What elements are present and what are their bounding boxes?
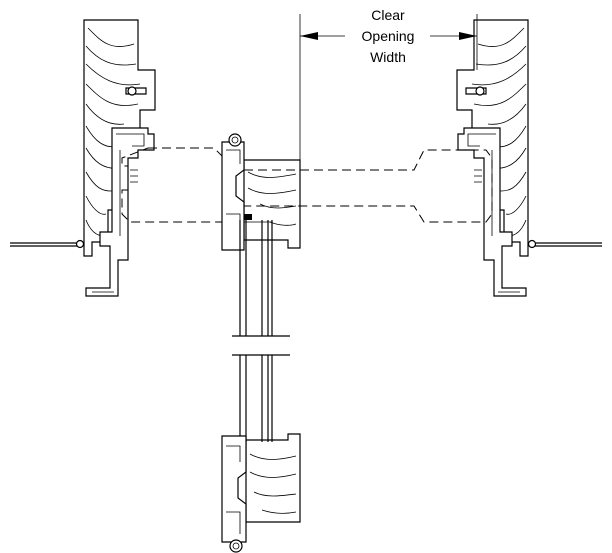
arrowhead-left [300,32,318,40]
break-line [232,335,290,356]
arrowhead-right [459,32,477,40]
dimension-label-line1: Clear [371,7,405,23]
left-jamb [10,19,156,297]
clear-opening-dimension: Clear Opening Width [299,7,478,160]
sash-top [221,133,301,336]
dimension-label-line2: Opening [362,28,415,44]
sash-bottom [221,355,301,553]
dimension-label-line3: Width [370,49,406,65]
right-jamb [456,19,602,297]
open-sash-outline [121,147,493,223]
